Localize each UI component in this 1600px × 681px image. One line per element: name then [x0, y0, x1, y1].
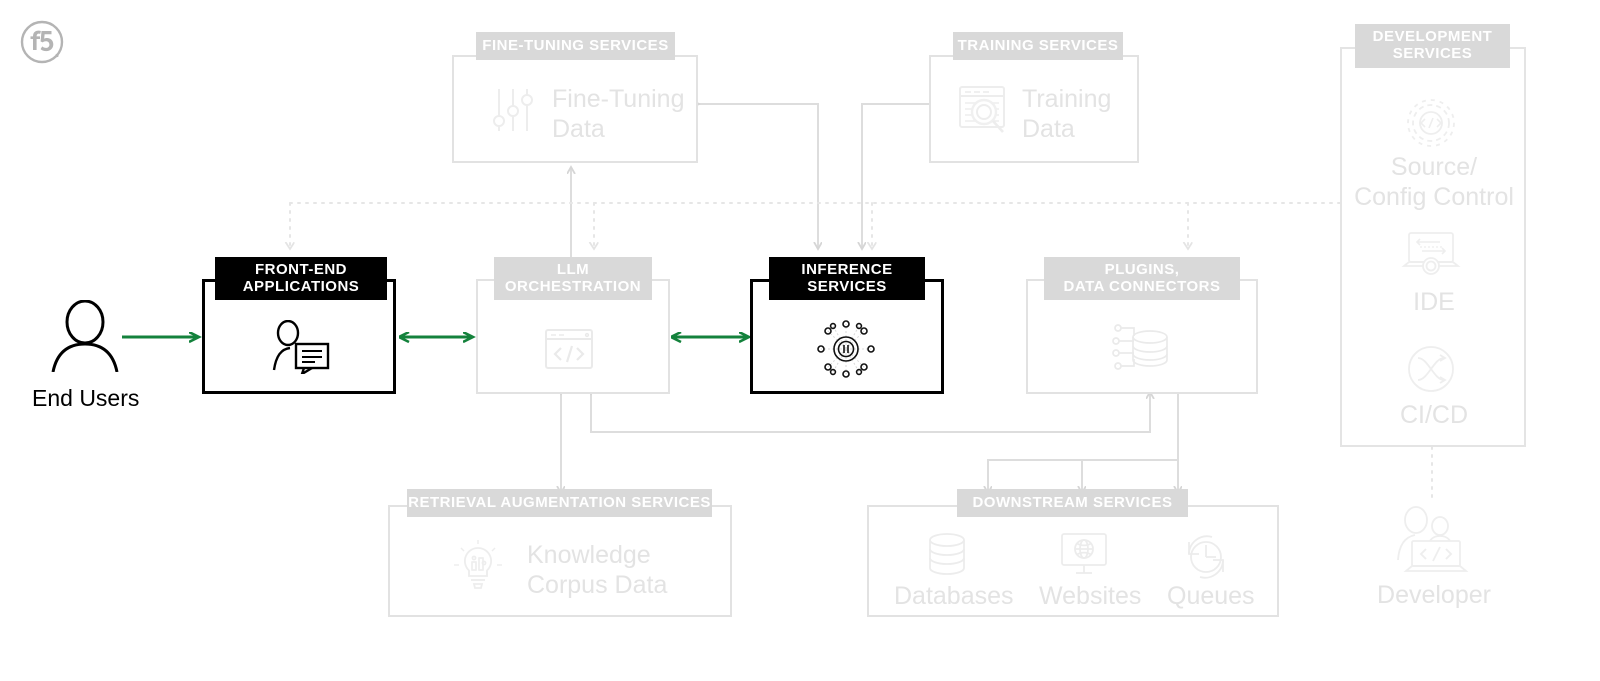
cicd-arrows-icon [1402, 340, 1460, 398]
developer-label: Developer [1377, 581, 1491, 609]
websites-label: Websites [1039, 582, 1142, 610]
front-end-applications-header: FRONT-END APPLICATIONS [215, 257, 387, 300]
inference-title-line2: SERVICES [807, 277, 887, 295]
inference-title-line1: INFERENCE [801, 260, 893, 278]
development-title-line2: SERVICES [1392, 45, 1473, 62]
knowledge-corpus-data-label: Knowledge Corpus Data [527, 541, 668, 599]
queues-label: Queues [1167, 582, 1255, 610]
llm-title-line2: ORCHESTRATION [504, 277, 642, 295]
monitor-globe-icon [1058, 530, 1110, 580]
training-data-label: Training Data [1022, 85, 1112, 143]
developer-people-icon [1390, 505, 1474, 573]
llm-title-line1: LLM [556, 260, 590, 278]
code-window-icon [544, 328, 594, 370]
front-end-title-line1: FRONT-END [255, 260, 347, 278]
gear-code-icon [1402, 94, 1460, 152]
database-icon [922, 530, 972, 580]
laptop-gear-icon [1400, 228, 1462, 280]
front-end-title-line2: APPLICATIONS [242, 277, 360, 295]
fine-tuning-services-header: FINE-TUNING SERVICES [476, 32, 675, 60]
queue-clock-icon [1180, 530, 1232, 580]
downstream-services-box[interactable] [867, 505, 1279, 617]
training-services-box[interactable] [929, 55, 1139, 163]
source-config-control-label: Source/ Config Control [1354, 153, 1514, 211]
plugins-title-line2: DATA CONNECTORS [1063, 277, 1221, 295]
plugins-title-line1: PLUGINS, [1104, 260, 1180, 278]
ide-label: IDE [1413, 288, 1455, 316]
plugins-data-connectors-header: PLUGINS, DATA CONNECTORS [1044, 257, 1240, 300]
database-connectors-icon [1112, 320, 1174, 374]
person-icon [45, 299, 125, 373]
downstream-services-header: DOWNSTREAM SERVICES [957, 489, 1188, 517]
sliders-icon [486, 83, 540, 137]
retrieval-augmentation-services-header: RETRIEVAL AUGMENTATION SERVICES [407, 489, 712, 517]
development-services-header: DEVELOPMENT SERVICES [1355, 24, 1510, 68]
cicd-label: CI/CD [1399, 401, 1469, 429]
development-title-line1: DEVELOPMENT [1372, 28, 1493, 46]
fine-tuning-data-label: Fine-Tuning Data [552, 85, 685, 143]
llm-orchestration-header: LLM ORCHESTRATION [494, 257, 652, 300]
data-search-icon [955, 82, 1013, 138]
inference-services-header: INFERENCE SERVICES [769, 257, 925, 300]
retrieval-augmentation-services-box[interactable] [388, 505, 732, 617]
neural-hub-icon [815, 318, 877, 380]
databases-label: Databases [894, 582, 1014, 610]
lightbulb-chart-icon [450, 538, 506, 594]
end-users-label: End Users [32, 385, 140, 411]
f5-logo [20, 20, 64, 64]
training-services-header: TRAINING SERVICES [953, 32, 1123, 60]
user-chat-icon [268, 319, 330, 377]
